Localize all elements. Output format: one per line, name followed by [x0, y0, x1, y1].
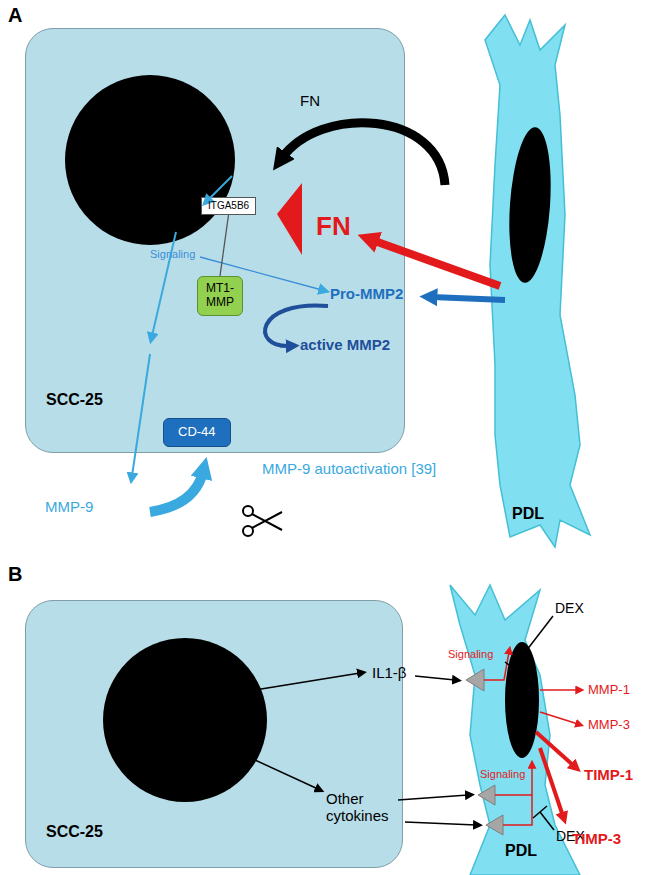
protein-label: TIMP-3: [572, 830, 621, 847]
tumor-cell: SCC-25: [25, 600, 403, 868]
inhibition-line: [505, 662, 521, 674]
expression-arrow: [540, 748, 563, 816]
expression-arrow: [540, 712, 578, 724]
inhibition-line: [533, 806, 547, 818]
nucleus: [103, 638, 267, 802]
node-label: PDL: [512, 505, 637, 523]
secretion-arrow: [152, 232, 176, 336]
integrin-link: [220, 215, 229, 277]
cytokine-label: Other cytokines: [326, 790, 389, 825]
inhibition-line: [505, 616, 554, 830]
protein-label: MMP-3: [588, 718, 630, 733]
node-label: SCC-25: [46, 823, 422, 841]
pdl-prommp2-arrow: [432, 297, 505, 300]
secretion-arrow: [255, 760, 318, 789]
nucleus: [505, 126, 556, 284]
signaling-label: Signaling: [150, 248, 195, 261]
binding-arrow: [415, 676, 455, 680]
cytokine-label: IL1-β: [372, 664, 406, 681]
drug-label: DEX: [555, 600, 584, 616]
signaling-line: [200, 257, 322, 290]
protein-label: active MMP2: [300, 336, 390, 353]
fn-recycle-arrow: [282, 123, 445, 185]
signaling-path: [503, 795, 532, 825]
integrin-box: ITGA5B6: [201, 197, 256, 215]
scissors-icon: [243, 526, 253, 536]
cell-body: [485, 15, 590, 547]
secretion-arrow: [132, 354, 150, 476]
panel-letter: B: [8, 563, 22, 586]
protein-label: TIMP-1: [584, 766, 633, 783]
receptor-triangle: [466, 669, 484, 691]
protein-label: MMP-9: [45, 498, 93, 515]
nucleus: [65, 75, 235, 245]
nucleus: [505, 642, 539, 758]
node-label: ITGA5B6: [208, 200, 249, 212]
receptor-triangle: [486, 815, 503, 835]
receptor-triangle: [478, 785, 495, 805]
mmp-box: MT1- MMP: [197, 276, 243, 316]
process-label: MMP-9 autoactivation [39]: [262, 460, 436, 477]
secretion-arrow: [255, 673, 360, 690]
autoactivation-arrow: [150, 472, 203, 512]
signaling-label: Signaling: [480, 768, 525, 781]
signaling-label: Signaling: [448, 648, 493, 661]
panel-letter: A: [8, 4, 22, 27]
receptor-box: CD-44: [163, 418, 231, 447]
scissors-icon: [252, 512, 282, 530]
protein-label: MMP-1: [588, 683, 630, 698]
pdl-fn-arrow: [372, 240, 500, 286]
expression-arrow: [540, 689, 578, 691]
protein-label: FN: [316, 212, 351, 242]
fn-receptor-triangle: [277, 183, 302, 255]
node-label: MT1- MMP: [206, 282, 234, 310]
protein-label: Pro-MMP2: [330, 285, 403, 302]
inhibition-line: [513, 616, 553, 668]
scissors-icon: [243, 506, 282, 536]
node-label: CD-44: [178, 425, 216, 440]
binding-arrow: [398, 795, 468, 800]
scissors-icon: [243, 506, 253, 516]
binding-arrow: [405, 822, 476, 825]
protein-label: FN: [300, 92, 320, 109]
inhibition-line: [540, 812, 554, 830]
nuclear-arrow: [208, 176, 232, 200]
node-label: SCC-25: [46, 391, 424, 409]
